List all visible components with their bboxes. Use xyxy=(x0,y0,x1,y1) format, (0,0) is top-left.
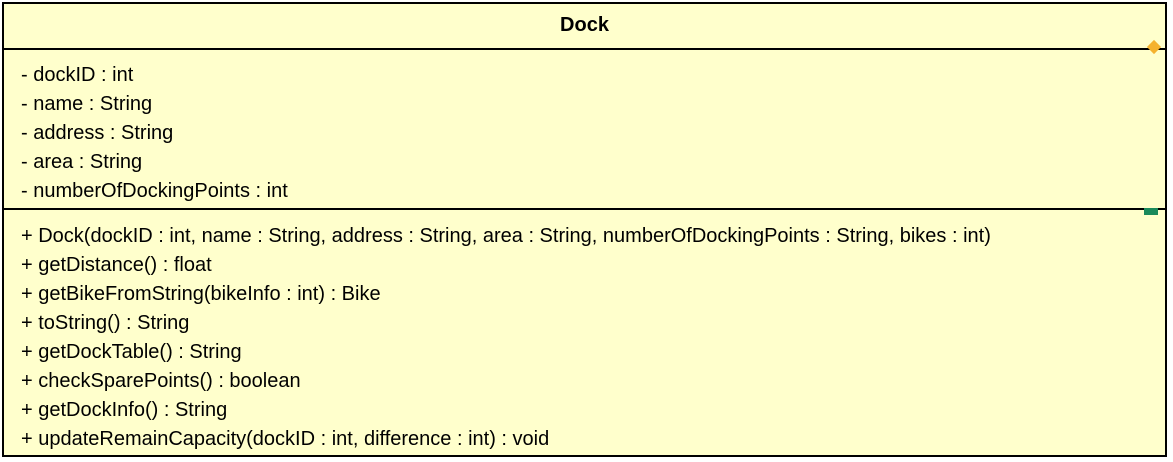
public-method-icon xyxy=(1144,208,1158,215)
operation-item[interactable]: + getDockInfo() : String xyxy=(21,399,228,421)
attribute-item[interactable]: - dockID : int xyxy=(21,64,134,86)
attribute-item[interactable]: - name : String xyxy=(21,93,153,115)
operation-item[interactable]: + updateRemainCapacity(dockID : int, dif… xyxy=(21,428,550,450)
operation-item[interactable]: + Dock(dockID : int, name : String, addr… xyxy=(21,225,991,247)
uml-class-box[interactable]: Dock - dockID : int - name : String - ad… xyxy=(2,2,1167,457)
class-header: Dock xyxy=(4,4,1165,55)
operation-item[interactable]: + getDistance() : float xyxy=(21,254,212,276)
attribute-item[interactable]: - area : String xyxy=(21,151,143,173)
attribute-item[interactable]: - numberOfDockingPoints : int xyxy=(21,180,288,202)
operation-item[interactable]: + getBikeFromString(bikeInfo : int) : Bi… xyxy=(21,283,381,305)
operations-compartment: + Dock(dockID : int, name : String, addr… xyxy=(4,210,1165,454)
class-name[interactable]: Dock xyxy=(560,13,609,36)
operation-item[interactable]: + getDockTable() : String xyxy=(21,341,242,363)
operation-item[interactable]: + checkSparePoints() : boolean xyxy=(21,370,301,392)
attribute-item[interactable]: - address : String xyxy=(21,122,174,144)
operation-item[interactable]: + toString() : String xyxy=(21,312,190,334)
attributes-compartment: - dockID : int - name : String - address… xyxy=(4,50,1165,215)
